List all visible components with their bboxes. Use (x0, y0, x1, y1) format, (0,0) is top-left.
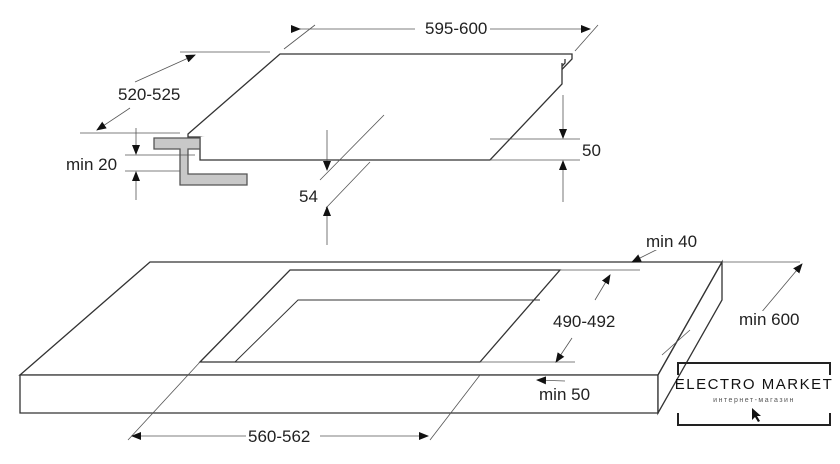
worktop-thickness-label: min 20 (64, 155, 120, 174)
depth-dimension-label: 520-525 (116, 85, 183, 104)
rear-clearance-label: min 40 (644, 232, 700, 251)
cursor-icon (752, 408, 761, 422)
cutout-depth-label: 490-492 (551, 312, 618, 331)
logo-subtitle: интернет-магазин (713, 397, 795, 404)
front-clearance-label: min 50 (537, 385, 593, 404)
body-height-label: 50 (580, 141, 603, 160)
logo-title: ELECTRO MARKET (674, 376, 834, 393)
worktop-bracket (153, 137, 248, 186)
worktop-depth-label: min 600 (737, 310, 802, 329)
electro-market-logo: ELECTRO MARKET интернет-магазин (672, 361, 836, 427)
worktop-side (657, 259, 723, 416)
width-dimension-label: 595-600 (423, 19, 490, 38)
total-height-label: 54 (297, 187, 320, 206)
logo-frame (677, 362, 831, 426)
cutout-width-label: 560-562 (246, 427, 313, 446)
